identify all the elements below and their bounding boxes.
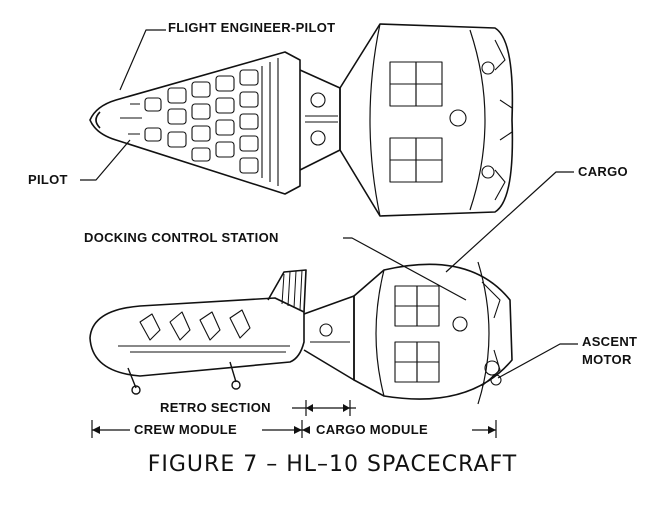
label-retro-section: RETRO SECTION: [160, 400, 271, 415]
label-flight-engineer-pilot: FLIGHT ENGINEER-PILOT: [168, 20, 336, 35]
label-cargo: CARGO: [578, 164, 628, 179]
side-cargo-module-outline: [353, 263, 513, 400]
top-cargo-module-outline: [339, 23, 514, 217]
label-docking-control-station: DOCKING CONTROL STATION: [84, 230, 279, 245]
top-adapter: [299, 69, 341, 171]
side-cargo-boxes: [394, 285, 468, 383]
label-crew-module: CREW MODULE: [134, 422, 237, 437]
side-tail-fin: [267, 269, 307, 313]
figure-caption: FIGURE 7 – HL–10 SPACECRAFT: [147, 452, 518, 477]
label-ascent-motor-line1: ASCENT: [582, 334, 638, 349]
top-crew-module-outline: [89, 51, 301, 195]
top-cargo-boxes: [389, 61, 467, 183]
top-view-spacecraft: [89, 23, 514, 217]
side-view-spacecraft: [89, 261, 513, 405]
top-crew-seats: [120, 58, 279, 186]
side-crew-module-outline: [89, 297, 305, 377]
label-cargo-module: CARGO MODULE: [316, 422, 428, 437]
side-crew-interior: [118, 309, 290, 353]
side-landing-gear: [127, 361, 241, 395]
label-pilot: PILOT: [28, 172, 68, 187]
side-adapter: [303, 295, 355, 381]
label-ascent-motor-line2: MOTOR: [582, 352, 632, 367]
